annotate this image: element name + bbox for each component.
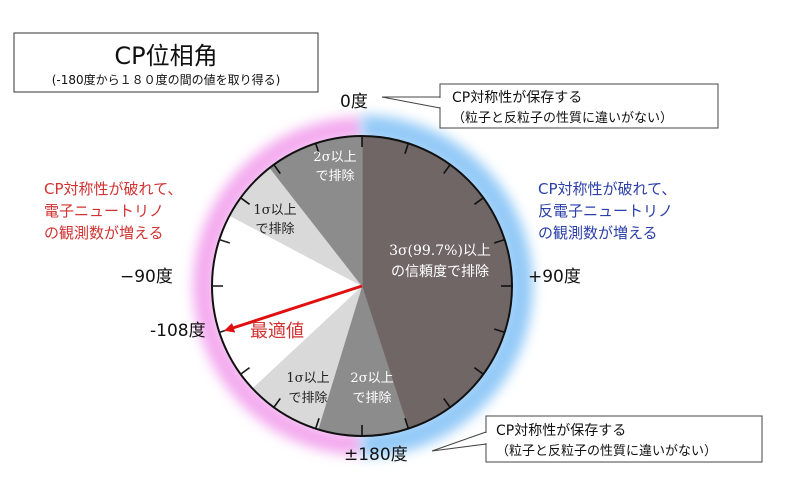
tick-mark — [493, 328, 505, 334]
tick-mark — [404, 143, 410, 155]
angle-label-pm180: ±180度 — [344, 445, 408, 465]
callout-bottom-line1: CP対称性が保存する — [496, 423, 626, 439]
pink-halo — [193, 117, 363, 455]
best-fit-arrow — [224, 284, 363, 333]
title-sub: (-180度から１８０度の間の値を取り得る) — [52, 72, 281, 87]
title-main: CP位相角 — [114, 42, 217, 70]
region-1sigma-top-line1: 1σ以上 — [253, 203, 296, 218]
region-2sigma-bottom-line1: 2σ以上 — [350, 371, 393, 386]
angle-label-plus90: +90度 — [528, 267, 581, 287]
left-note-line2: 電子ニュートリノ — [44, 202, 164, 220]
tick-mark — [443, 164, 451, 175]
tick-mark — [473, 367, 484, 375]
tick-mark — [404, 417, 410, 429]
angle-label-zero: 0度 — [340, 92, 368, 112]
tick-mark — [493, 238, 505, 244]
region-3sigma-line2: の信頼度で排除 — [391, 264, 489, 280]
region-1sigma-bottom-line1: 1σ以上 — [286, 371, 329, 386]
tick-mark — [273, 397, 281, 408]
callout-top-box — [439, 83, 719, 129]
callout-top-line2: （粒子と反粒子の性質に違いがない） — [452, 111, 673, 126]
callout-bottom-line2: （粒子と反粒子の性質に違いがない） — [496, 444, 717, 459]
callout-top-line1: CP対称性が保存する — [452, 90, 582, 106]
angle-label-minus108: -108度 — [150, 321, 206, 341]
region-1sigma-top-line2: で排除 — [255, 222, 294, 237]
tick-mark — [473, 197, 484, 205]
title-box — [13, 32, 319, 93]
angle-label-minus90: −90度 — [120, 267, 173, 287]
exclusion-sectors — [211, 135, 513, 437]
tick-mark — [443, 397, 451, 408]
region-1sigma-bottom-line2: で排除 — [288, 391, 327, 406]
left-note-line3: の観測数が増える — [44, 224, 164, 242]
tick-mark — [314, 143, 320, 155]
callout-top-pointer — [381, 96, 441, 109]
tick-mark — [219, 238, 231, 244]
left-note-line1: CP対称性が破れて、 — [44, 180, 182, 198]
callout-bottom-box — [485, 415, 763, 463]
tick-mark — [273, 164, 281, 175]
region-2sigma-top-line2: で排除 — [315, 169, 354, 184]
tick-mark — [240, 197, 251, 205]
right-note-line2: 反電子ニュートリノ — [538, 202, 673, 220]
tick-mark — [314, 417, 320, 429]
region-2sigma-top-line1: 2σ以上 — [313, 150, 356, 165]
blue-halo — [361, 115, 533, 457]
degree-ticks — [212, 136, 512, 436]
region-3sigma-line1: 3σ(99.7%)以上 — [389, 243, 491, 259]
tick-mark — [240, 367, 251, 375]
region-2sigma-bottom-line2: で排除 — [352, 391, 391, 406]
best-fit-label: 最適値 — [250, 321, 304, 342]
right-note-line1: CP対称性が破れて、 — [538, 180, 676, 198]
glow-halos — [193, 115, 533, 457]
right-note-line3: の観測数が増える — [538, 224, 658, 242]
